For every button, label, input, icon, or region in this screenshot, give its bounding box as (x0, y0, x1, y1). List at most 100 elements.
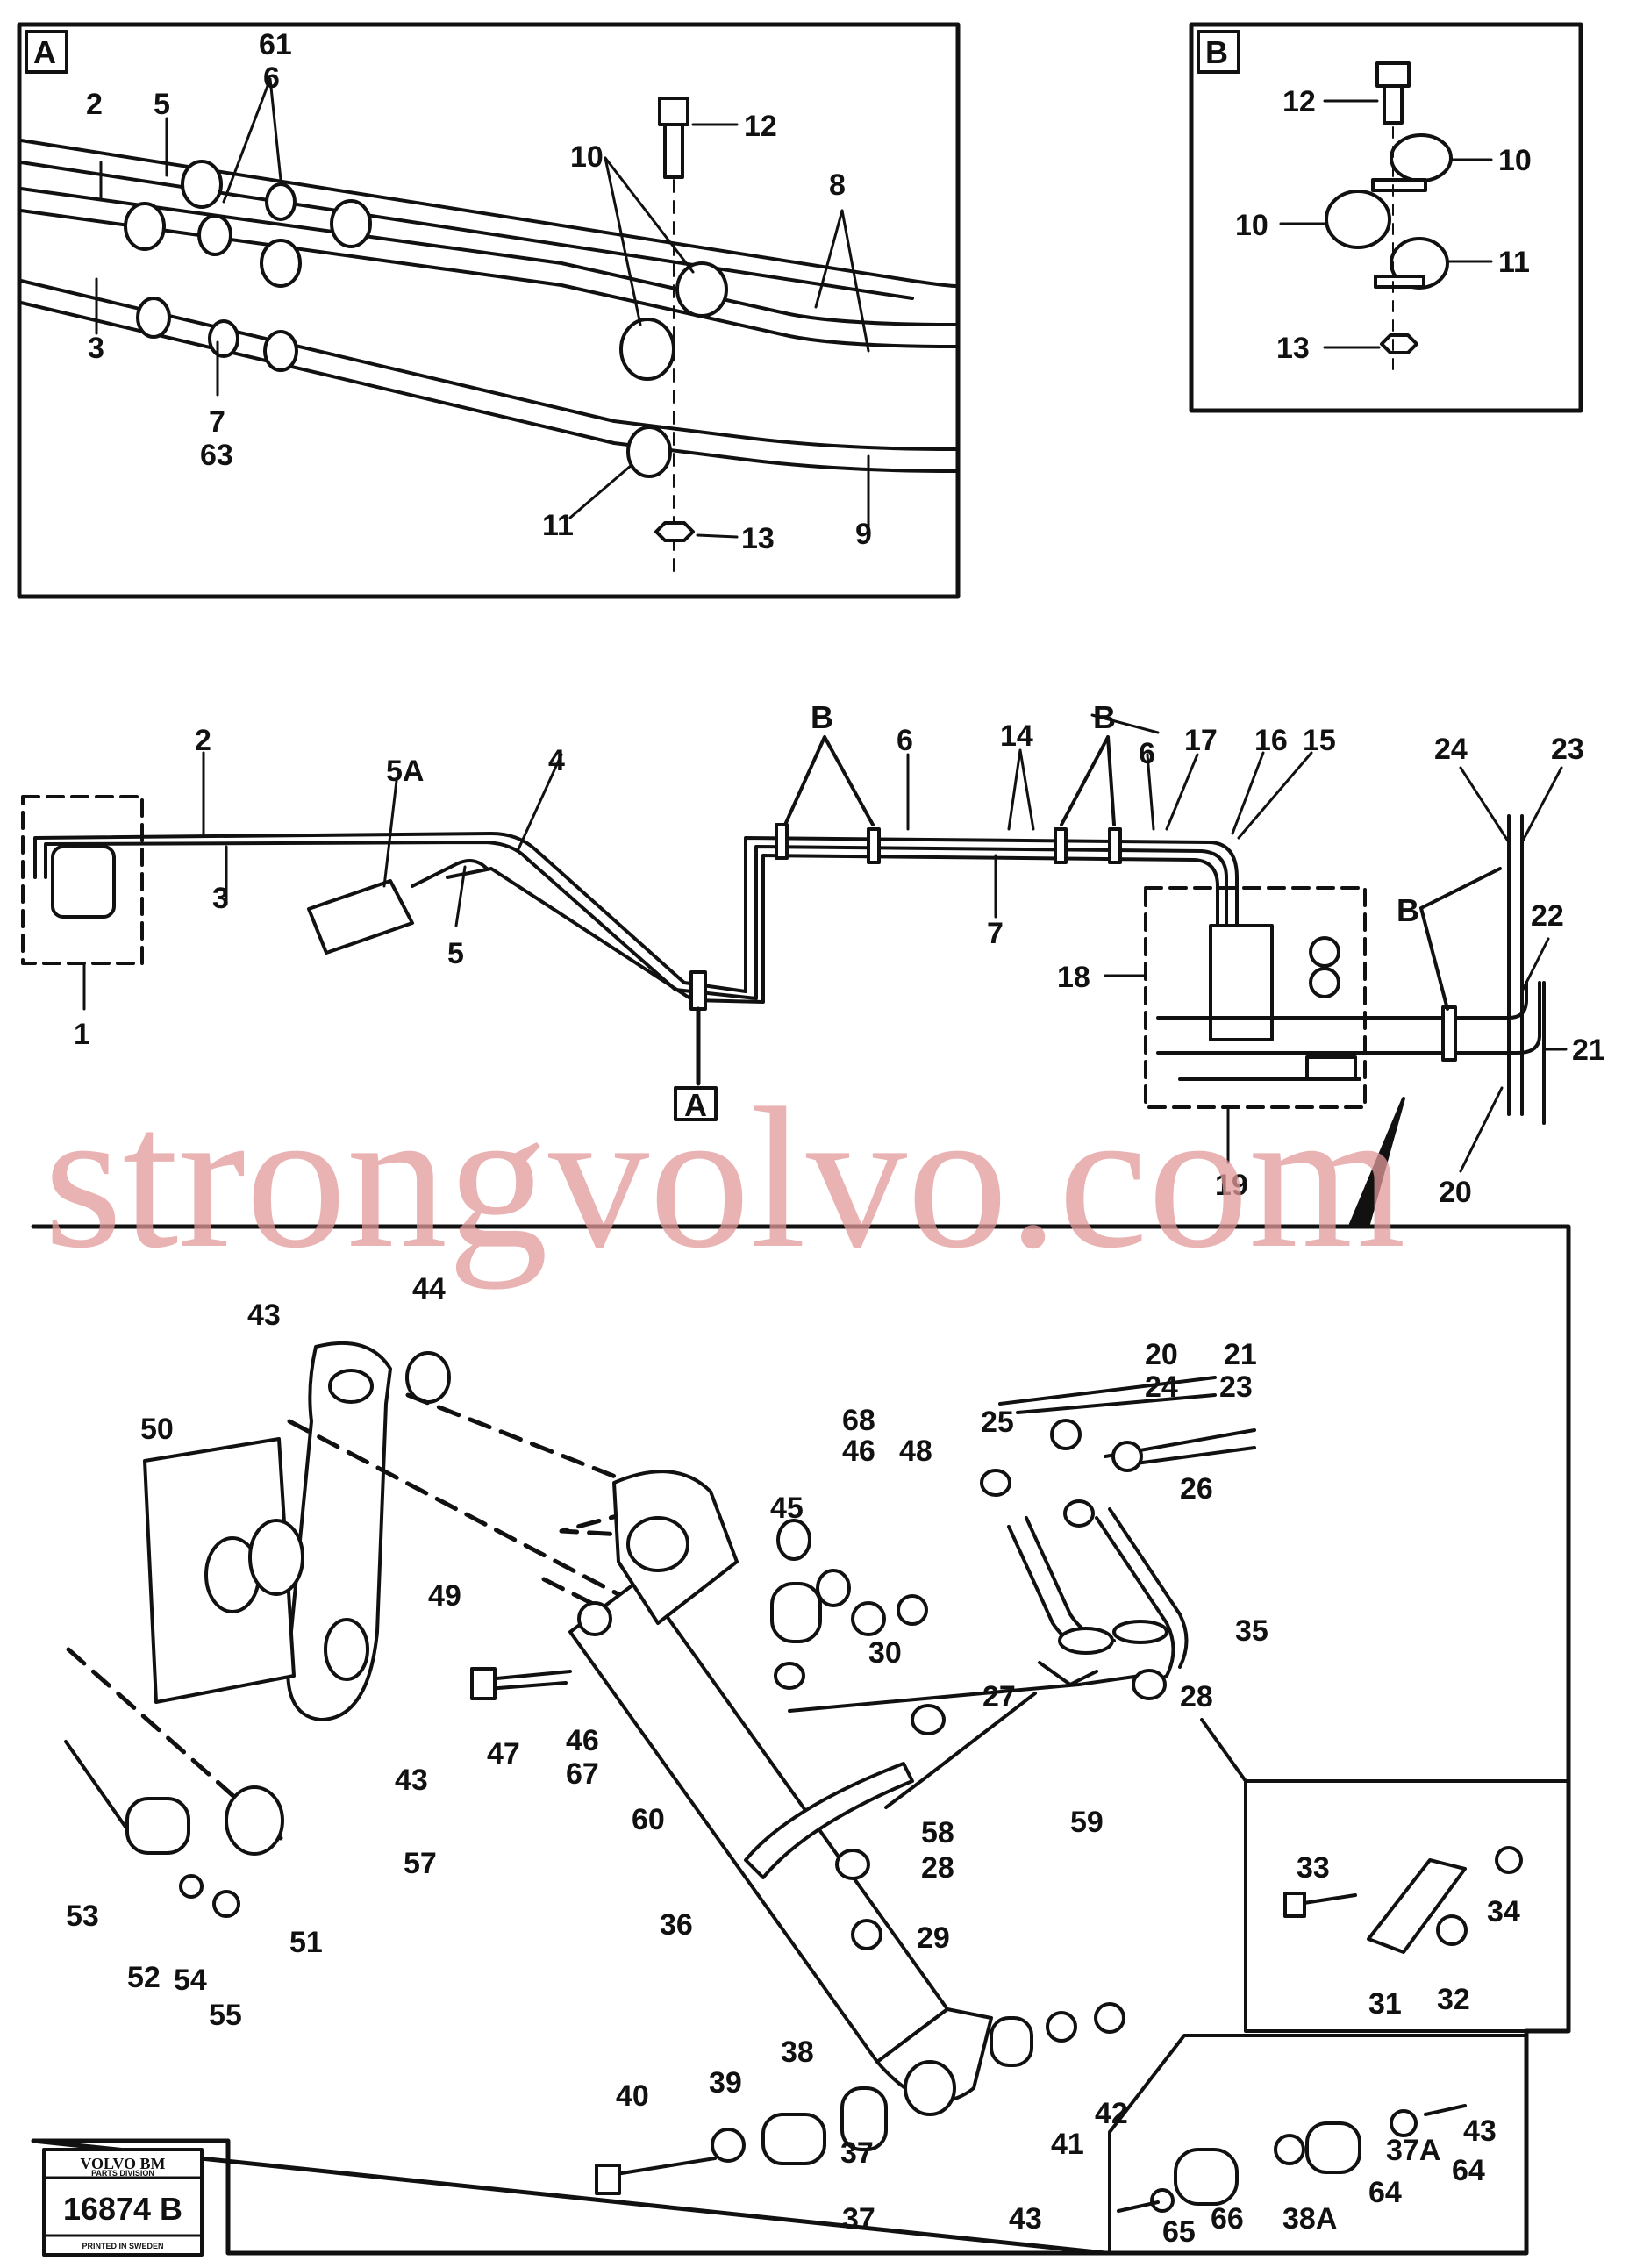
callout: 12 (744, 110, 777, 143)
callout: 9 (855, 518, 872, 551)
callout: 53 (66, 1900, 99, 1933)
callout: 28 (1180, 1680, 1213, 1714)
callout: 13 (741, 522, 775, 555)
title-stamp (42, 2148, 204, 2257)
callout: 57 (404, 1847, 437, 1880)
callout: 52 (127, 1961, 161, 1994)
callout: 61 (259, 28, 292, 61)
callout: 49 (428, 1579, 461, 1613)
callout: 66 (1211, 2202, 1244, 2236)
lower-assembly-panel (31, 1224, 1571, 2256)
callout: 21 (1572, 1034, 1605, 1067)
callout: 25 (981, 1406, 1014, 1439)
callout: 16 (1254, 724, 1288, 757)
callout: 63 (200, 439, 233, 472)
callout: 21 (1224, 1338, 1257, 1371)
callout: 14 (1000, 719, 1033, 753)
detail-a-tag: A (33, 34, 56, 70)
callout: 40 (616, 2079, 649, 2113)
callout: 24 (1434, 733, 1468, 766)
callout: 58 (921, 1816, 954, 1849)
callout: 18 (1057, 961, 1090, 994)
callout: 20 (1439, 1176, 1472, 1209)
callout: 5 (154, 88, 170, 121)
callout: 10 (1235, 209, 1268, 242)
callout: 46 (842, 1434, 875, 1468)
callout: 11 (542, 509, 574, 542)
detail-b-panel (1189, 22, 1583, 413)
callout: 43 (247, 1299, 281, 1332)
callout: 39 (709, 2066, 742, 2100)
callout: 51 (289, 1926, 323, 1959)
callout: 29 (917, 1921, 950, 1955)
callout: 43 (1009, 2202, 1042, 2236)
callout: 30 (868, 1636, 902, 1670)
stamp-brand: VOLVO BM (80, 2155, 165, 2172)
callout: 46 (566, 1724, 599, 1757)
callout: 45 (770, 1492, 804, 1525)
callout: 7 (987, 917, 1004, 950)
callout: 38A (1282, 2202, 1337, 2236)
callout: 19 (1215, 1169, 1248, 1202)
detail-b-labels: B 12 10 10 11 13 (1205, 34, 1532, 365)
callout: 24 (1145, 1370, 1178, 1404)
callout: 50 (140, 1413, 174, 1446)
callout: 26 (1180, 1472, 1213, 1506)
callout: 5 (447, 937, 464, 970)
b-tag: B (1397, 892, 1419, 928)
overview-routing (21, 713, 1568, 1226)
stamp-printed: PRINTED IN SWEDEN (82, 2242, 163, 2250)
callout: 2 (86, 88, 103, 121)
callout: 64 (1368, 2176, 1402, 2209)
callout: 15 (1303, 724, 1336, 757)
callout: 60 (632, 1803, 665, 1836)
callout: 54 (174, 1964, 207, 1997)
callout: 11 (1498, 246, 1530, 279)
callout: 3 (88, 332, 104, 365)
callout: 23 (1219, 1370, 1253, 1404)
callout: 6 (897, 724, 913, 757)
stamp-division: PARTS DIVISION (91, 2169, 154, 2178)
callout: 10 (1498, 144, 1532, 177)
callout: 42 (1095, 2097, 1128, 2130)
callout: 33 (1297, 1851, 1330, 1885)
detail-b-tag: B (1205, 34, 1228, 70)
callout: 13 (1276, 332, 1310, 365)
detail-a-panel (17, 22, 961, 599)
callout: 44 (412, 1272, 446, 1306)
callout: 20 (1145, 1338, 1178, 1371)
b-tag: B (1093, 699, 1116, 735)
b-tag: B (811, 699, 833, 735)
callout: 55 (209, 1999, 242, 2032)
callout: 2 (195, 724, 211, 757)
callout: 17 (1184, 724, 1218, 757)
callout: 8 (829, 168, 846, 202)
callout: 28 (921, 1851, 954, 1885)
title-stamp-text: VOLVO BM PARTS DIVISION 16874 B PRINTED … (63, 2155, 182, 2250)
callout: 27 (982, 1680, 1016, 1714)
stamp-number: 16874 B (63, 2191, 182, 2227)
detail-a-labels: A 61 6 2 5 12 10 8 3 7 63 11 13 9 (33, 28, 872, 555)
callout: 31 (1368, 1987, 1402, 2021)
callout: 65 (1162, 2215, 1196, 2249)
callout: 22 (1531, 899, 1564, 933)
watermark: strongvolvo.com (44, 1066, 1405, 1290)
callout: 36 (660, 1908, 693, 1942)
callout: 37A (1386, 2134, 1440, 2167)
callout: 43 (1463, 2114, 1497, 2148)
callout: 38 (781, 2035, 814, 2069)
a-tag: A (684, 1087, 707, 1123)
callout: 5A (386, 755, 424, 788)
callout: 1 (74, 1018, 90, 1051)
callout: 12 (1282, 85, 1316, 118)
callout: 6 (1139, 737, 1155, 770)
callout: 32 (1437, 1983, 1470, 2016)
callout: 41 (1051, 2128, 1084, 2161)
callout: 37 (840, 2136, 874, 2170)
callout: 7 (209, 405, 225, 439)
callout: 6 (263, 61, 280, 95)
callout: 64 (1452, 2154, 1485, 2187)
callout: 47 (487, 1737, 520, 1771)
